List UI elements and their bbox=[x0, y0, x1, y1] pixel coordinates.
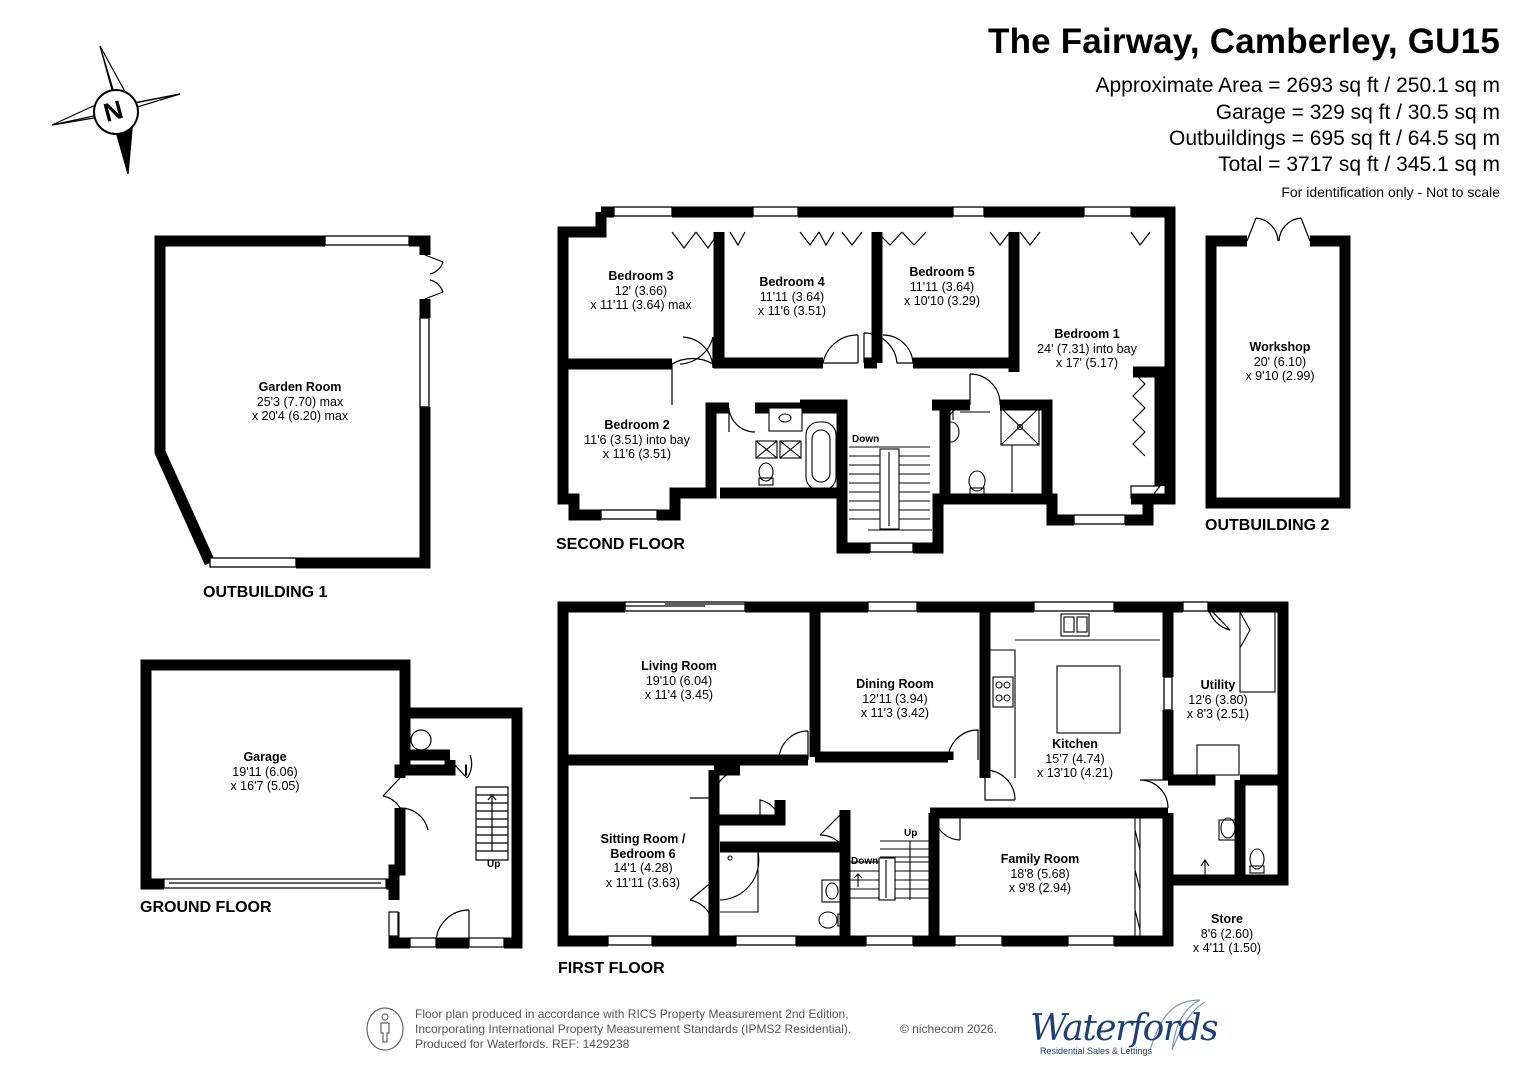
approximate-area: Approximate Area = 2693 sq ft / 250.1 sq… bbox=[1095, 74, 1501, 97]
stairs-up-first: Up bbox=[904, 828, 918, 839]
room-garage: Garage 19'11 (6.06) x 16'7 (5.05) bbox=[230, 750, 300, 793]
room-sitting-room: Sitting Room / Bedroom 6 14'1 (4.28) x 1… bbox=[600, 832, 686, 890]
copyright: © nichecom 2026. bbox=[900, 1022, 997, 1036]
outbuilding-2-walls bbox=[1205, 235, 1351, 509]
outbuilding-1-door bbox=[424, 254, 444, 300]
identification-note: For identification only - Not to scale bbox=[1281, 184, 1500, 200]
stairs-down-second: Down bbox=[852, 434, 880, 445]
room-utility: Utility 12'6 (3.80) x 8'3 (2.51) bbox=[1186, 678, 1250, 721]
stairs-down-first: Down bbox=[851, 856, 879, 867]
second-floor-windows bbox=[600, 206, 1162, 553]
room-bedroom-3: Bedroom 3 12' (3.66) x 11'11 (3.64) max bbox=[590, 269, 692, 312]
room-bedroom-1: Bedroom 1 24' (7.31) into bay x 17' (5.1… bbox=[1037, 327, 1137, 370]
second-floor-fixtures bbox=[755, 405, 1040, 531]
waterfords-logo: Waterfords bbox=[1030, 1008, 1219, 1049]
first-floor-walls bbox=[557, 601, 1289, 947]
room-dining-room: Dining Room 12'11 (3.94) x 11'3 (3.42) bbox=[856, 677, 934, 720]
first-floor-windows bbox=[607, 601, 1209, 946]
compass-rose bbox=[51, 45, 181, 175]
room-bedroom-2: Bedroom 2 11'6 (3.51) into bay x 11'6 (3… bbox=[584, 418, 690, 461]
outbuilding-2-door bbox=[1246, 217, 1311, 242]
second-floor-walls bbox=[557, 206, 1176, 554]
first-floor-fixtures bbox=[719, 611, 1276, 937]
ground-floor-label: GROUND FLOOR bbox=[140, 899, 272, 916]
first-floor-label: FIRST FLOOR bbox=[558, 960, 665, 977]
room-workshop: Workshop 20' (6.10) x 9'10 (2.99) bbox=[1245, 340, 1315, 383]
footer-note: Floor plan produced in accordance with R… bbox=[415, 1007, 852, 1051]
total-area: Total = 3717 sq ft / 345.1 sq m bbox=[1218, 153, 1500, 176]
room-living-room: Living Room 19'10 (6.04) x 11'4 (3.45) bbox=[641, 659, 717, 702]
outbuilding-1-windows bbox=[159, 235, 430, 568]
stairs-up-ground: Up bbox=[487, 859, 501, 870]
outbuilding-1-label: OUTBUILDING 1 bbox=[203, 584, 328, 601]
second-floor-label: SECOND FLOOR bbox=[556, 536, 685, 553]
room-bedroom-4: Bedroom 4 11'11 (3.64) x 11'6 (3.51) bbox=[757, 275, 827, 318]
waterfords-tagline: Residential Sales & Lettings bbox=[1040, 1046, 1153, 1056]
footer-person-icon bbox=[366, 1007, 404, 1051]
second-floor-doors bbox=[671, 231, 1151, 457]
page-title: The Fairway, Camberley, GU15 bbox=[987, 22, 1500, 61]
room-family-room: Family Room 18'8 (5.68) x 9'8 (2.94) bbox=[1000, 852, 1080, 895]
outbuildings-area: Outbuildings = 695 sq ft / 64.5 sq m bbox=[1169, 127, 1500, 150]
room-bedroom-5: Bedroom 5 11'11 (3.64) x 10'10 (3.29) bbox=[903, 265, 981, 308]
ground-floor-details bbox=[163, 729, 509, 948]
outbuilding-2-label: OUTBUILDING 2 bbox=[1205, 517, 1330, 534]
logo-flourish bbox=[1149, 999, 1206, 1051]
room-store: Store 8'6 (2.60) x 4'11 (1.50) bbox=[1192, 912, 1262, 955]
room-kitchen: Kitchen 15'7 (4.74) x 13'10 (4.21) bbox=[1036, 737, 1114, 780]
room-garden-room: Garden Room 25'3 (7.70) max x 20'4 (6.20… bbox=[251, 380, 349, 423]
garage-area: Garage = 329 sq ft / 30.5 sq m bbox=[1215, 101, 1500, 124]
first-floor-doors bbox=[689, 606, 1245, 931]
